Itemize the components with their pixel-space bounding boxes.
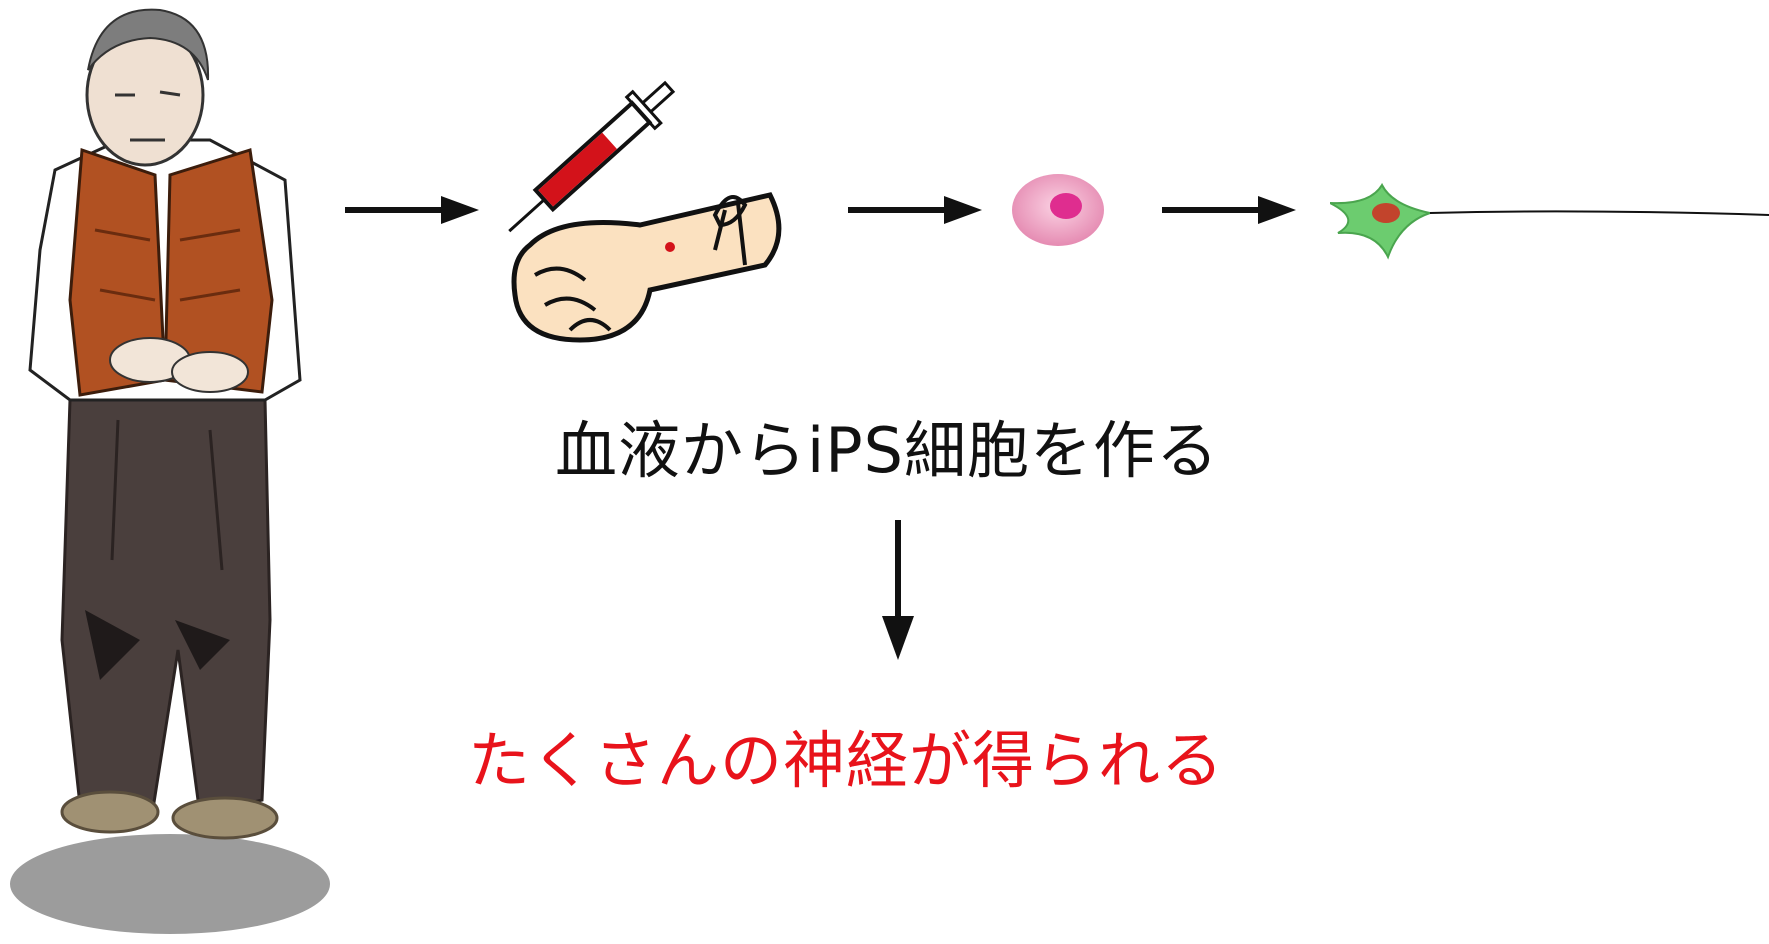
ips-creation-caption: 血液からiPS細胞を作る: [555, 414, 1219, 487]
elderly-man-icon: [10, 8, 330, 934]
result-caption: たくさんの神経が得られる: [468, 724, 1225, 797]
arrow-right-icon: [1162, 196, 1296, 224]
neuron-cell-icon: [1330, 182, 1769, 260]
syringe-arm-icon: [508, 80, 782, 343]
arrow-right-icon: [345, 196, 479, 224]
ips-cell-icon: [1012, 174, 1104, 246]
arrow-right-icon: [848, 196, 982, 224]
arrow-down-icon: [882, 520, 914, 660]
